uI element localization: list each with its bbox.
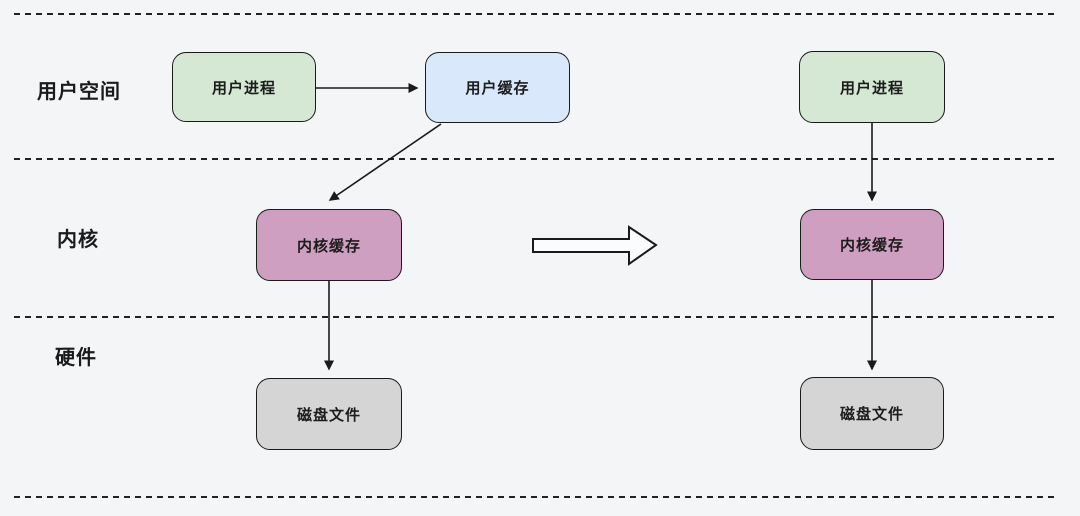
node-user-buffer-left: 用户缓存: [425, 52, 570, 123]
row-label-kernel: 内核: [57, 229, 99, 251]
row-label-user-space: 用户空间: [37, 81, 121, 103]
node-kernel-buffer-right: 内核缓存: [800, 209, 944, 280]
row-label-hardware: 硬件: [55, 347, 97, 369]
arrow-user-buffer-to-kernel-buffer: [328, 123, 442, 201]
node-user-process-left: 用户进程: [172, 52, 316, 122]
node-disk-file-right: 磁盘文件: [800, 377, 944, 450]
transform-right-arrow-icon: [532, 225, 658, 266]
node-user-process-right: 用户进程: [799, 51, 945, 123]
node-disk-file-left: 磁盘文件: [256, 378, 402, 450]
node-kernel-buffer-left: 内核缓存: [256, 209, 402, 281]
